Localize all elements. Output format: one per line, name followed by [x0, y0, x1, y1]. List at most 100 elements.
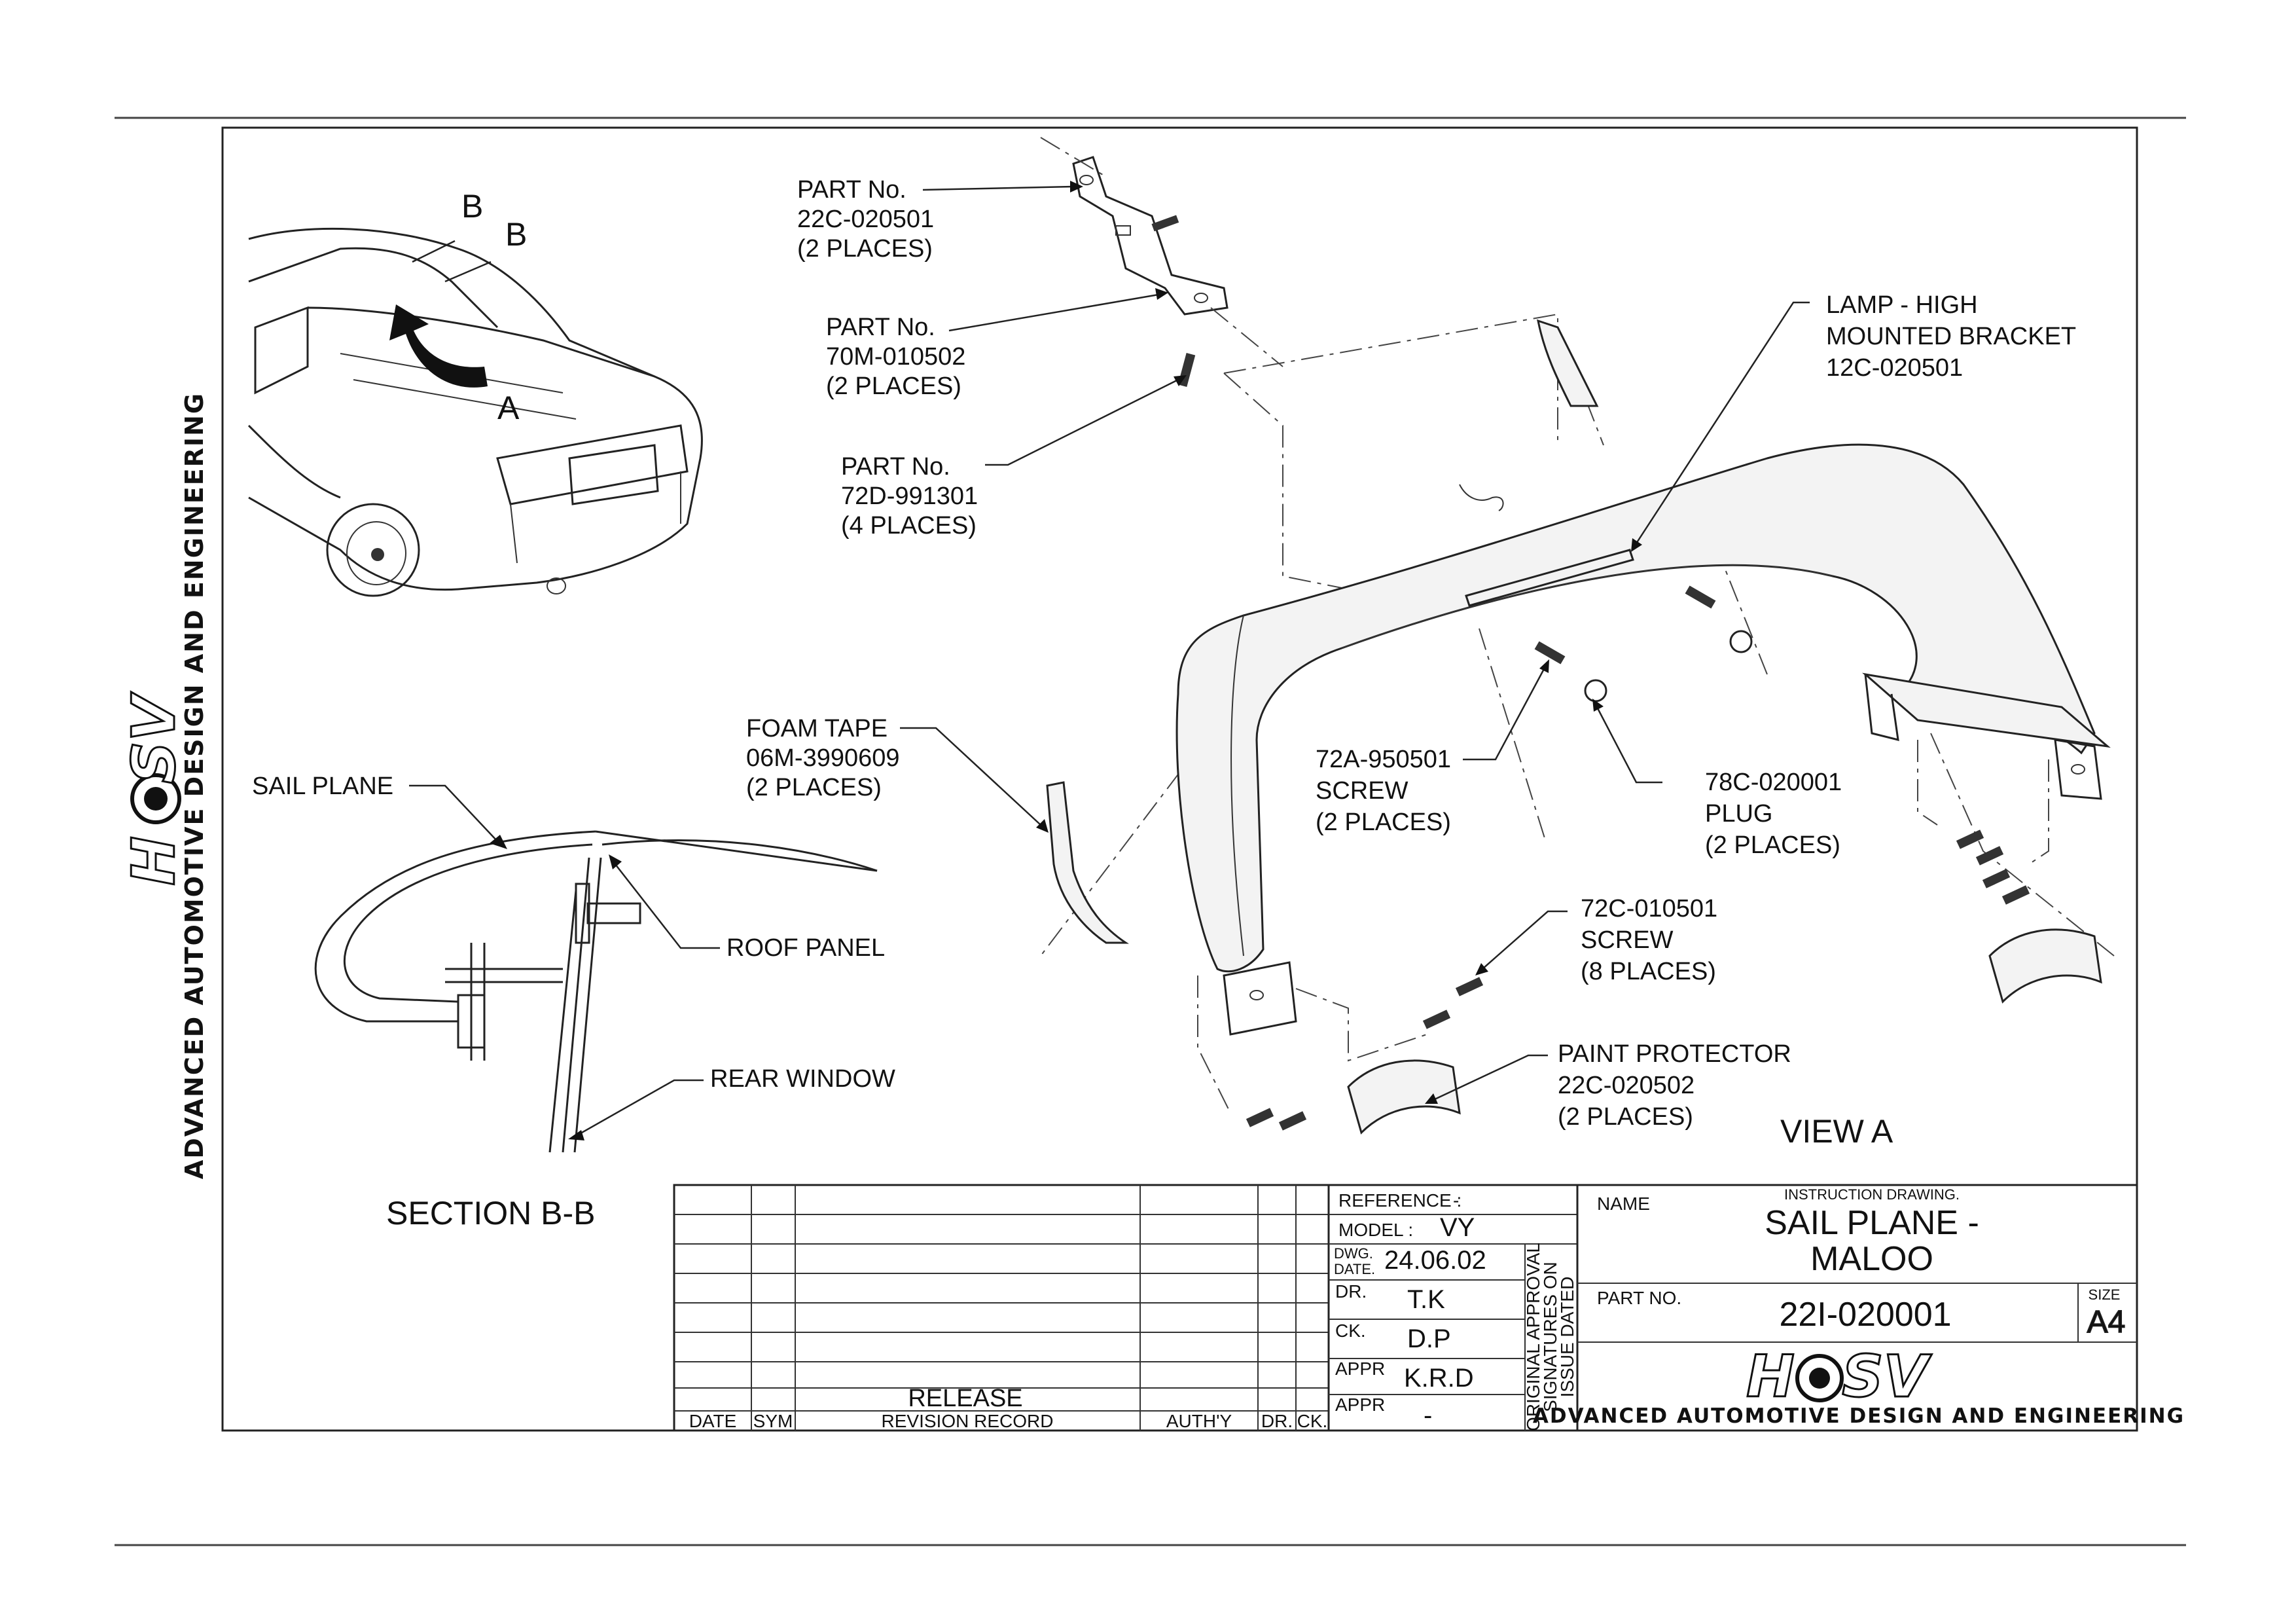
arrow-icon: [1631, 538, 1642, 552]
foam-tape-line2: 06M-3990609: [746, 744, 900, 772]
title-logo-h: H: [1746, 1343, 1795, 1410]
arrow-icon: [609, 854, 622, 869]
reference-label: REFERENCE :: [1338, 1190, 1462, 1211]
arrow-icon: [1155, 288, 1168, 300]
lamp-bracket-line3: 12C-020501: [1826, 354, 1963, 382]
ck-label: CK.: [1335, 1321, 1366, 1341]
appr-value: K.R.D: [1404, 1364, 1474, 1393]
paint-protector-part: [1988, 928, 2102, 1004]
side-banner-company: ADVANCED AUTOMOTIVE DESIGN AND ENGINEERI…: [180, 392, 209, 1179]
appr-label: APPR: [1335, 1359, 1385, 1379]
part-70m-line1: PART No.: [826, 314, 935, 341]
part-72d-line2: 72D-991301: [841, 483, 978, 510]
dwg-date-label-1: DWG.: [1334, 1245, 1373, 1262]
lamp-bracket-label: LAMP - HIGH MOUNTED BRACKET 12C-020501: [1826, 291, 2083, 382]
name-block: [1576, 1184, 2138, 1432]
plug-78c-line2: PLUG: [1705, 800, 1772, 828]
part-22c-line3: (2 PLACES): [797, 235, 933, 263]
section-b-b-sketch: [314, 830, 878, 1153]
title-company: ADVANCED AUTOMOTIVE DESIGN AND ENGINEERI…: [1533, 1404, 2185, 1428]
rear-window-label: REAR WINDOW: [710, 1065, 895, 1093]
part-70m-line3: (2 PLACES): [826, 373, 961, 400]
title-logo: H SV: [1746, 1342, 1933, 1412]
approval-note-line2: SIGNATURES ON: [1540, 1262, 1560, 1412]
arrow-icon: [568, 1130, 584, 1140]
approval-note: ORIGINAL APPROVAL SIGNATURES ON ISSUE DA…: [1523, 1243, 1577, 1431]
screw-icon: [1975, 846, 2004, 866]
screw-72c-line1: 72C-010501: [1581, 895, 1717, 922]
arrow-icon: [1475, 963, 1488, 976]
arrow-icon: [1539, 659, 1549, 673]
arrow-icon: [1174, 375, 1187, 386]
arrow-a-label: A: [497, 390, 520, 426]
rev-header-date: DATE: [689, 1411, 737, 1431]
foam-tape-label: FOAM TAPE 06M-3990609 (2 PLACES): [746, 715, 906, 801]
plug-icon: [1584, 679, 1607, 702]
rev-header-dr: DR.: [1261, 1411, 1293, 1431]
roof-panel-label: ROOF PANEL: [726, 934, 885, 962]
size-value: A4: [2087, 1305, 2126, 1340]
drawing-type: INSTRUCTION DRAWING.: [1784, 1186, 1960, 1203]
lamp-bracket-line2: MOUNTED BRACKET: [1826, 323, 2076, 350]
revision-entry: RELEASE: [908, 1385, 1022, 1412]
section-b-b-title: SECTION B-B: [386, 1195, 595, 1231]
title-logo-sv: SV: [1842, 1343, 1931, 1410]
screw-icon: [1534, 641, 1566, 665]
arrow-icon: [490, 835, 507, 849]
sail-plane-label: SAIL PLANE: [252, 773, 393, 800]
dr-label: DR.: [1335, 1281, 1367, 1302]
screw-icon: [2001, 885, 2030, 905]
part-70m-line2: 70M-010502: [826, 343, 965, 371]
screw-72c-line2: SCREW: [1581, 926, 1674, 954]
rotate-arrow-icon: [389, 304, 488, 388]
rev-header-revision-record: REVISION RECORD: [882, 1411, 1054, 1431]
part-22c-label: PART No. 22C-020501 (2 PLACES): [797, 176, 941, 263]
dr-value: T.K: [1407, 1285, 1445, 1314]
view-a-exploded-assembly: [1040, 137, 2115, 1135]
appr2-label: APPR: [1335, 1395, 1385, 1415]
screw-icon: [1956, 830, 1984, 849]
side-banner: ADVANCED AUTOMOTIVE DESIGN AND ENGINEERI…: [119, 392, 209, 1179]
rev-header-authy: AUTH'Y: [1166, 1411, 1232, 1431]
foam-tape-part: [1046, 781, 1129, 944]
screw-72a-line3: (2 PLACES): [1316, 809, 1451, 836]
part-72d-line1: PART No.: [841, 453, 950, 481]
plug-78c-label: 78C-020001 PLUG (2 PLACES): [1705, 769, 1849, 859]
view-a-title: VIEW A: [1780, 1113, 1893, 1150]
screw-icon: [1982, 869, 2011, 888]
size-label: SIZE: [2089, 1286, 2121, 1303]
screw-icon: [1151, 215, 1179, 232]
screw-72a-line1: 72A-950501: [1316, 746, 1451, 773]
drawing-title-line2: MALOO: [1810, 1240, 1933, 1278]
name-label: NAME: [1597, 1194, 1650, 1214]
screw-icon: [1278, 1111, 1307, 1131]
foam-tape-line1: FOAM TAPE: [746, 715, 888, 742]
screw-icon: [1455, 977, 1484, 996]
dwg-date-label-2: DATE.: [1334, 1261, 1375, 1277]
arrow-icon: [1036, 819, 1049, 833]
plug-78c-line3: (2 PLACES): [1705, 831, 1840, 859]
side-logo: H SV: [119, 691, 190, 886]
screw-icon: [1246, 1108, 1274, 1127]
dwg-date-value: 24.06.02: [1384, 1246, 1486, 1275]
reference-value: -: [1453, 1190, 1459, 1211]
part-72d-label: PART No. 72D-991301 (4 PLACES): [841, 453, 985, 539]
part-22c-line1: PART No.: [797, 176, 906, 204]
paint-protector-line3: (2 PLACES): [1558, 1103, 1693, 1131]
side-logo-h: H: [120, 836, 188, 885]
marker-b-1: B: [461, 188, 483, 225]
screw-72c-line3: (8 PLACES): [1581, 958, 1716, 985]
model-label: MODEL :: [1338, 1220, 1413, 1240]
arrow-icon: [1425, 1093, 1438, 1104]
car-perspective-sketch: [247, 227, 703, 597]
paint-protector-part: [1347, 1059, 1461, 1135]
marker-b-2: B: [505, 216, 527, 253]
screw-72a-label: 72A-950501 SCREW (2 PLACES): [1316, 746, 1458, 836]
lamp-bracket-line1: LAMP - HIGH: [1826, 291, 1978, 319]
part-no-label: PART NO.: [1597, 1288, 1681, 1308]
screw-icon: [1422, 1010, 1451, 1029]
screw-72a-line2: SCREW: [1316, 777, 1408, 805]
approval-note-line3: ISSUE DATED: [1557, 1277, 1577, 1398]
plug-78c-line1: 78C-020001: [1705, 769, 1842, 796]
paint-protector-line1: PAINT PROTECTOR: [1558, 1040, 1791, 1068]
